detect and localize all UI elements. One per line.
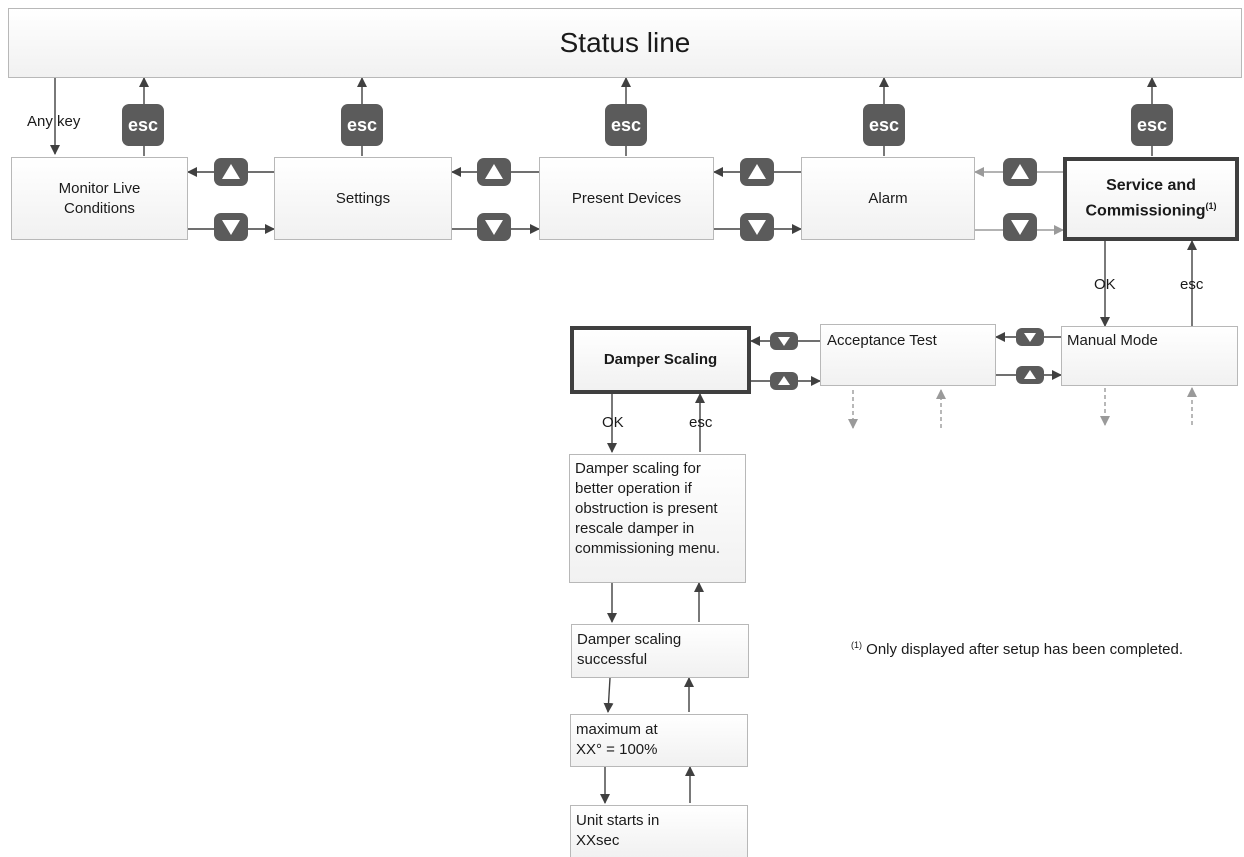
triangle-up-icon bbox=[748, 164, 766, 179]
esc-key-label: esc bbox=[127, 114, 159, 135]
step-text-line: successful bbox=[577, 651, 648, 668]
step-maximum-at: maximum at XX° = 100% bbox=[570, 714, 748, 767]
esc-key[interactable]: esc bbox=[863, 104, 905, 146]
triangle-up-icon bbox=[778, 376, 790, 385]
ok-label: OK bbox=[1094, 276, 1116, 293]
step-unit-starts: Unit starts in XXsec bbox=[570, 805, 748, 857]
esc-label: esc bbox=[689, 414, 713, 431]
menu-present-devices[interactable]: Present Devices bbox=[539, 157, 714, 240]
submenu-label: Manual Mode bbox=[1067, 332, 1158, 349]
esc-key[interactable]: esc bbox=[1131, 104, 1173, 146]
status-line-label: Status line bbox=[559, 27, 691, 58]
esc-key[interactable]: esc bbox=[341, 104, 383, 146]
step-text-line: maximum at bbox=[576, 721, 658, 738]
menu-alarm[interactable]: Alarm bbox=[801, 157, 975, 240]
down-key[interactable] bbox=[740, 213, 774, 241]
submenu-acceptance-test[interactable]: Acceptance Test bbox=[820, 324, 996, 386]
up-key[interactable] bbox=[1016, 366, 1044, 384]
menu-label: Conditions bbox=[64, 199, 135, 217]
esc-key-label: esc bbox=[346, 114, 378, 135]
any-key-label: Any key bbox=[27, 113, 81, 130]
step-text-line: Damper scaling bbox=[577, 631, 682, 648]
triangle-up-icon bbox=[222, 164, 240, 179]
step-text-line: rescale damper in bbox=[575, 520, 695, 537]
esc-key-label: esc bbox=[868, 114, 900, 135]
step-text-line: XX° = 100% bbox=[576, 741, 658, 758]
step-text-line: Unit starts in bbox=[576, 812, 660, 829]
triangle-up-icon bbox=[1024, 370, 1036, 379]
menu-label: Settings bbox=[335, 189, 391, 207]
submenu-damper-scaling[interactable]: Damper Scaling bbox=[570, 326, 751, 394]
ok-label: OK bbox=[602, 414, 624, 431]
menu-settings[interactable]: Settings bbox=[274, 157, 452, 240]
step-text-line: better operation if bbox=[575, 480, 692, 497]
submenu-label: Acceptance Test bbox=[827, 332, 937, 349]
up-key[interactable] bbox=[477, 158, 511, 186]
triangle-up-icon bbox=[1011, 164, 1029, 179]
triangle-down-icon bbox=[1024, 333, 1036, 342]
footnote-ref: (1) bbox=[1205, 201, 1217, 212]
menu-label: Commissioning bbox=[1085, 202, 1206, 220]
esc-key[interactable]: esc bbox=[605, 104, 647, 146]
menu-label: Alarm bbox=[868, 189, 908, 207]
menu-label: Present Devices bbox=[571, 189, 682, 207]
up-key[interactable] bbox=[770, 372, 798, 390]
down-key[interactable] bbox=[770, 332, 798, 350]
status-line: Status line bbox=[8, 8, 1242, 78]
menu-service-and-commissioning[interactable]: Service and Commissioning(1) bbox=[1063, 157, 1239, 241]
step-down-arrow bbox=[603, 677, 614, 713]
step-text-line: XXsec bbox=[576, 832, 620, 849]
up-key[interactable] bbox=[214, 158, 248, 186]
menu-monitor-live-conditions[interactable]: Monitor Live Conditions bbox=[11, 157, 188, 240]
esc-key-label: esc bbox=[610, 114, 642, 135]
step-damper-scaling-successful: Damper scaling successful bbox=[571, 624, 749, 678]
down-key[interactable] bbox=[1003, 213, 1037, 241]
down-key[interactable] bbox=[214, 213, 248, 241]
footnote-text: Only displayed after setup has been comp… bbox=[862, 641, 1184, 658]
step-text-line: obstruction is present bbox=[575, 500, 718, 517]
triangle-down-icon bbox=[778, 337, 790, 346]
esc-key[interactable]: esc bbox=[122, 104, 164, 146]
menu-label: Monitor Live bbox=[58, 179, 141, 197]
submenu-label: Damper Scaling bbox=[603, 351, 718, 368]
triangle-down-icon bbox=[222, 220, 240, 235]
triangle-down-icon bbox=[1011, 220, 1029, 235]
triangle-down-icon bbox=[748, 220, 766, 235]
footnote-marker: (1) bbox=[851, 640, 862, 650]
esc-label: esc bbox=[1180, 276, 1204, 293]
down-key[interactable] bbox=[477, 213, 511, 241]
esc-key-label: esc bbox=[1136, 114, 1168, 135]
step-text-line: Damper scaling for bbox=[575, 460, 701, 477]
down-key[interactable] bbox=[1016, 328, 1044, 346]
menu-label: Service and bbox=[1106, 177, 1196, 195]
footnote: (1) Only displayed after setup has been … bbox=[851, 640, 1183, 658]
submenu-manual-mode[interactable]: Manual Mode bbox=[1061, 326, 1238, 386]
step-text-line: commissioning menu. bbox=[575, 540, 721, 557]
up-key[interactable] bbox=[1003, 158, 1037, 186]
triangle-down-icon bbox=[485, 220, 503, 235]
up-key[interactable] bbox=[740, 158, 774, 186]
triangle-up-icon bbox=[485, 164, 503, 179]
step-damper-scaling-info: Damper scaling for better operation if o… bbox=[569, 454, 746, 583]
